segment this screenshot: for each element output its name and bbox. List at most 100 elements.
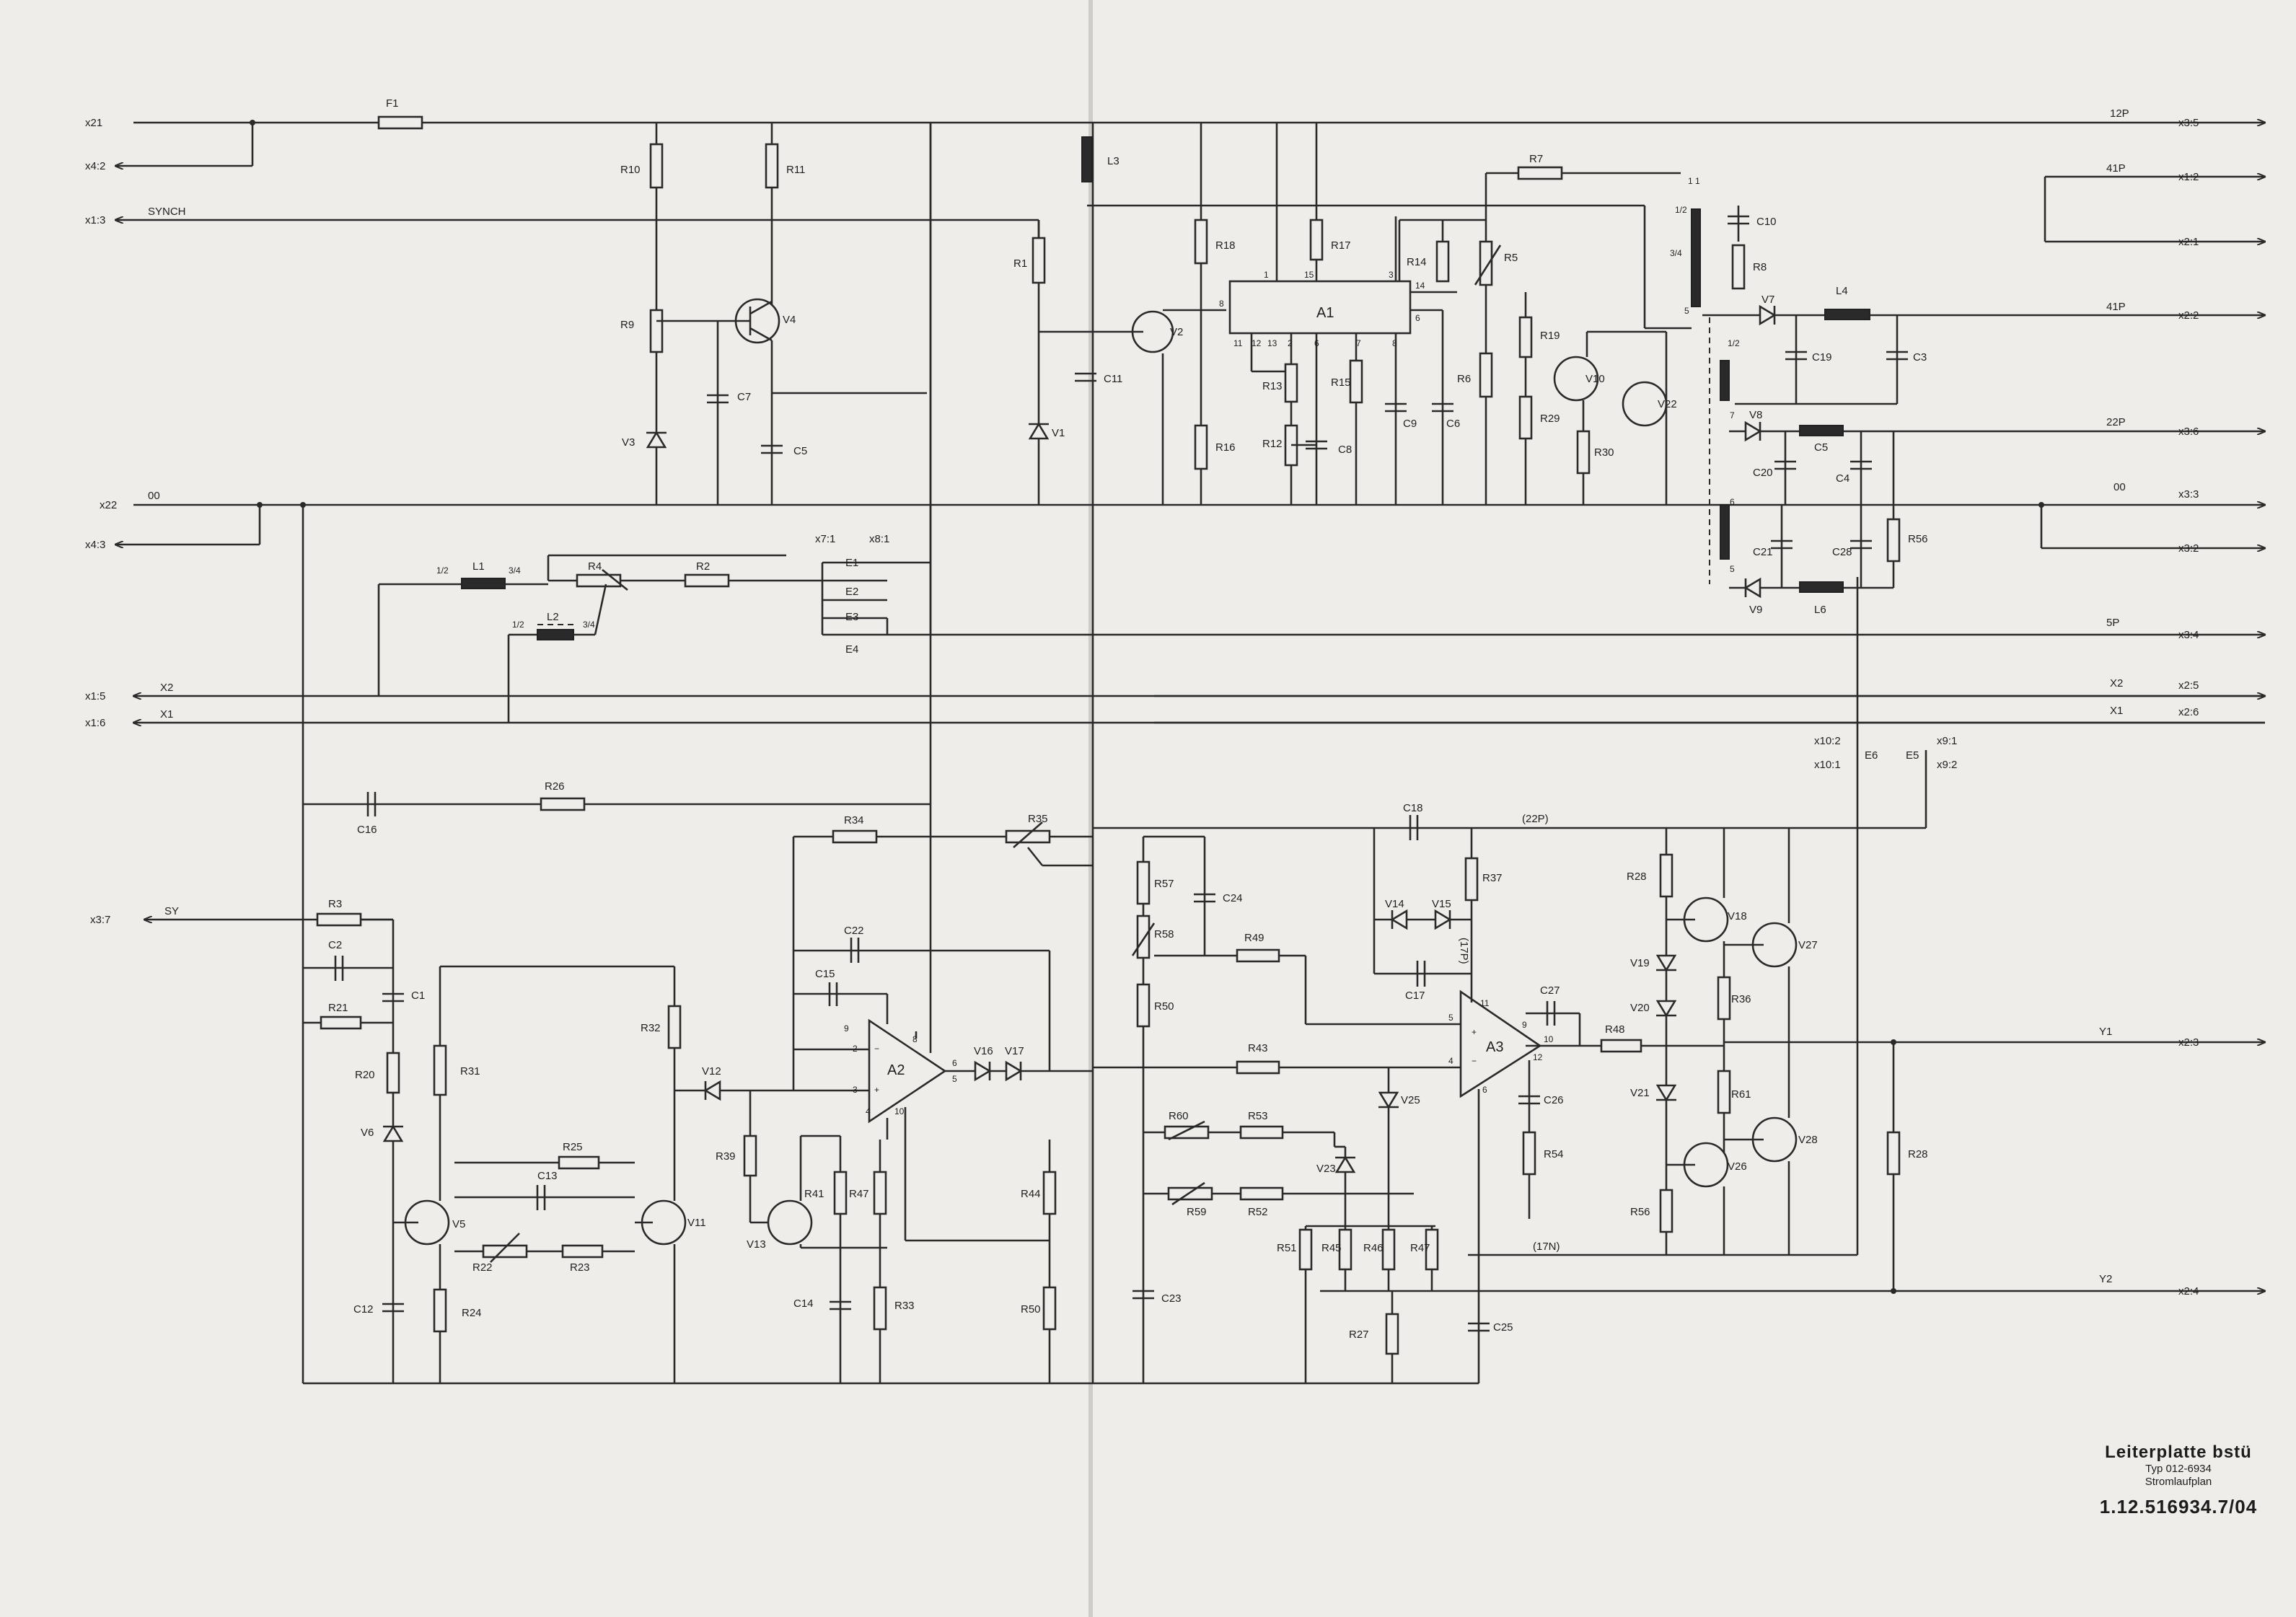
- resistor-r34: [792, 829, 1093, 1091]
- label-c21: C21: [1753, 546, 1773, 558]
- svg-text:8: 8: [1219, 299, 1224, 309]
- label-r56-bottom: R56: [1630, 1206, 1650, 1218]
- label-r45: R45: [1321, 1242, 1342, 1254]
- capacitor-c15: [793, 982, 889, 1024]
- capacitor-c14: [830, 1300, 851, 1310]
- label-c1: C1: [411, 990, 425, 1002]
- transistor-v13: [767, 1134, 887, 1249]
- svg-text:5: 5: [1730, 564, 1735, 574]
- label-v9: V9: [1749, 604, 1762, 616]
- label-v1: V1: [1052, 427, 1065, 439]
- label-v23: V23: [1316, 1163, 1336, 1175]
- svg-text:+: +: [1472, 1027, 1477, 1037]
- svg-text:6: 6: [952, 1058, 957, 1068]
- terminal-labels-left: x21 x4:2 x1:3 x22 x4:3 x1:5 x1:6 x3:7: [85, 117, 117, 926]
- label-c3: C3: [1913, 351, 1927, 364]
- fuse-f1: [377, 115, 423, 130]
- label-r13: R13: [1262, 380, 1283, 392]
- svg-text:−: −: [874, 1044, 879, 1054]
- label-r6: R6: [1457, 373, 1471, 385]
- label-r22: R22: [472, 1261, 493, 1274]
- capacitor-c4: [1850, 431, 1872, 505]
- svg-text:+: +: [874, 1085, 879, 1095]
- label-r53: R53: [1248, 1110, 1268, 1122]
- opamp-a3: [1459, 988, 1581, 1383]
- capacitor-c23: [1132, 1290, 1154, 1300]
- label-r27: R27: [1349, 1329, 1369, 1341]
- svg-text:7: 7: [1730, 410, 1735, 420]
- net-label-12p: 12P: [2110, 107, 2129, 120]
- label-r58: R58: [1154, 928, 1174, 940]
- resistor-r2: [684, 573, 822, 588]
- inductor-l3: [1081, 136, 1093, 182]
- terminal-x2-3: x2:3: [2178, 1036, 2199, 1049]
- resistor-r53: [1239, 1125, 1345, 1148]
- title-block-doc-kind: Stromlaufplan: [2145, 1476, 2212, 1488]
- label-r43: R43: [1248, 1042, 1268, 1054]
- label-r36: R36: [1731, 993, 1751, 1005]
- label-r20: R20: [355, 1069, 375, 1081]
- opamp-a2: [793, 123, 1093, 1242]
- ic-labels: A1 A2 A3: [887, 305, 1503, 1078]
- label-r17: R17: [1331, 239, 1351, 252]
- label-r24: R24: [462, 1307, 482, 1319]
- label-c18: C18: [1403, 802, 1423, 814]
- resistor-r24: [433, 1288, 447, 1333]
- svg-text:5: 5: [952, 1074, 957, 1084]
- label-c4: C4: [1836, 472, 1849, 485]
- capacitor-c6: [1432, 310, 1453, 505]
- label-r21: R21: [328, 1002, 348, 1014]
- resistor-r45: [1338, 1226, 1352, 1291]
- label-l4: L4: [1836, 285, 1848, 297]
- svg-text:1/2: 1/2: [512, 620, 524, 630]
- label-r50-right: R50: [1154, 1000, 1174, 1013]
- svg-text:3: 3: [1389, 270, 1394, 280]
- svg-text:13: 13: [1267, 338, 1277, 348]
- label-c14: C14: [793, 1297, 814, 1310]
- svg-text:2: 2: [853, 1044, 858, 1054]
- terminal-x3-7: x3:7: [90, 914, 110, 926]
- inductor-labels: L1 L2 L3 L4 L6 F1: [386, 97, 1848, 623]
- connector-x7-1: x7:1: [815, 533, 835, 545]
- label-r56-top: R56: [1908, 533, 1928, 545]
- terminal-x22: x22: [100, 499, 117, 511]
- terminal-x2-6: x2:6: [2178, 706, 2199, 718]
- net-label-41p-a: 41P: [2106, 162, 2126, 175]
- resistor-r19: [1518, 292, 1533, 505]
- terminal-x2-4: x2:4: [2178, 1285, 2199, 1297]
- resistor-r26: [540, 797, 586, 811]
- label-v11: V11: [687, 1217, 706, 1229]
- label-r23: R23: [570, 1261, 590, 1274]
- label-r19: R19: [1540, 330, 1560, 342]
- resistor-r31: [433, 1044, 447, 1096]
- label-v8: V8: [1749, 409, 1762, 421]
- svg-text:1/2: 1/2: [1675, 205, 1687, 215]
- label-c23: C23: [1161, 1292, 1182, 1305]
- resistor-r61: [1717, 1070, 1731, 1114]
- label-v16: V16: [974, 1045, 993, 1057]
- resistor-r47: [873, 1140, 887, 1383]
- label-r14: R14: [1407, 256, 1427, 268]
- net-label-22p: 22P: [2106, 416, 2126, 428]
- terminal-x1-6: x1:6: [85, 717, 105, 729]
- svg-text:6: 6: [1482, 1085, 1487, 1095]
- label-c13: C13: [537, 1170, 558, 1182]
- label-c17: C17: [1405, 990, 1425, 1002]
- label-r9: R9: [620, 319, 634, 331]
- resistor-labels: R1 R2 R3 R4 R5 R6 R7 R8 R9 R10 R11 R12 R…: [328, 153, 1928, 1341]
- label-c28: C28: [1832, 546, 1852, 558]
- net-label-00-right: 00: [2114, 481, 2126, 493]
- connector-e2: E2: [845, 586, 858, 598]
- resistor-r10: [649, 123, 664, 353]
- terminal-x2-5: x2:5: [2178, 679, 2199, 692]
- label-r47b: R47: [1410, 1242, 1430, 1254]
- connector-x8-1: x8:1: [869, 533, 889, 545]
- label-r28-top: R28: [1627, 871, 1647, 883]
- label-c11: C11: [1104, 373, 1122, 385]
- resistor-r41: [833, 1136, 848, 1383]
- terminal-x21: x21: [85, 117, 102, 129]
- semiconductor-labels: V1 V2 V3 V4 V5 V6 V7 V8 V9 V10 V11 V12 V…: [361, 294, 1818, 1251]
- net-label-synch: SYNCH: [148, 206, 186, 218]
- diodes-v16-v17: [974, 1060, 1023, 1082]
